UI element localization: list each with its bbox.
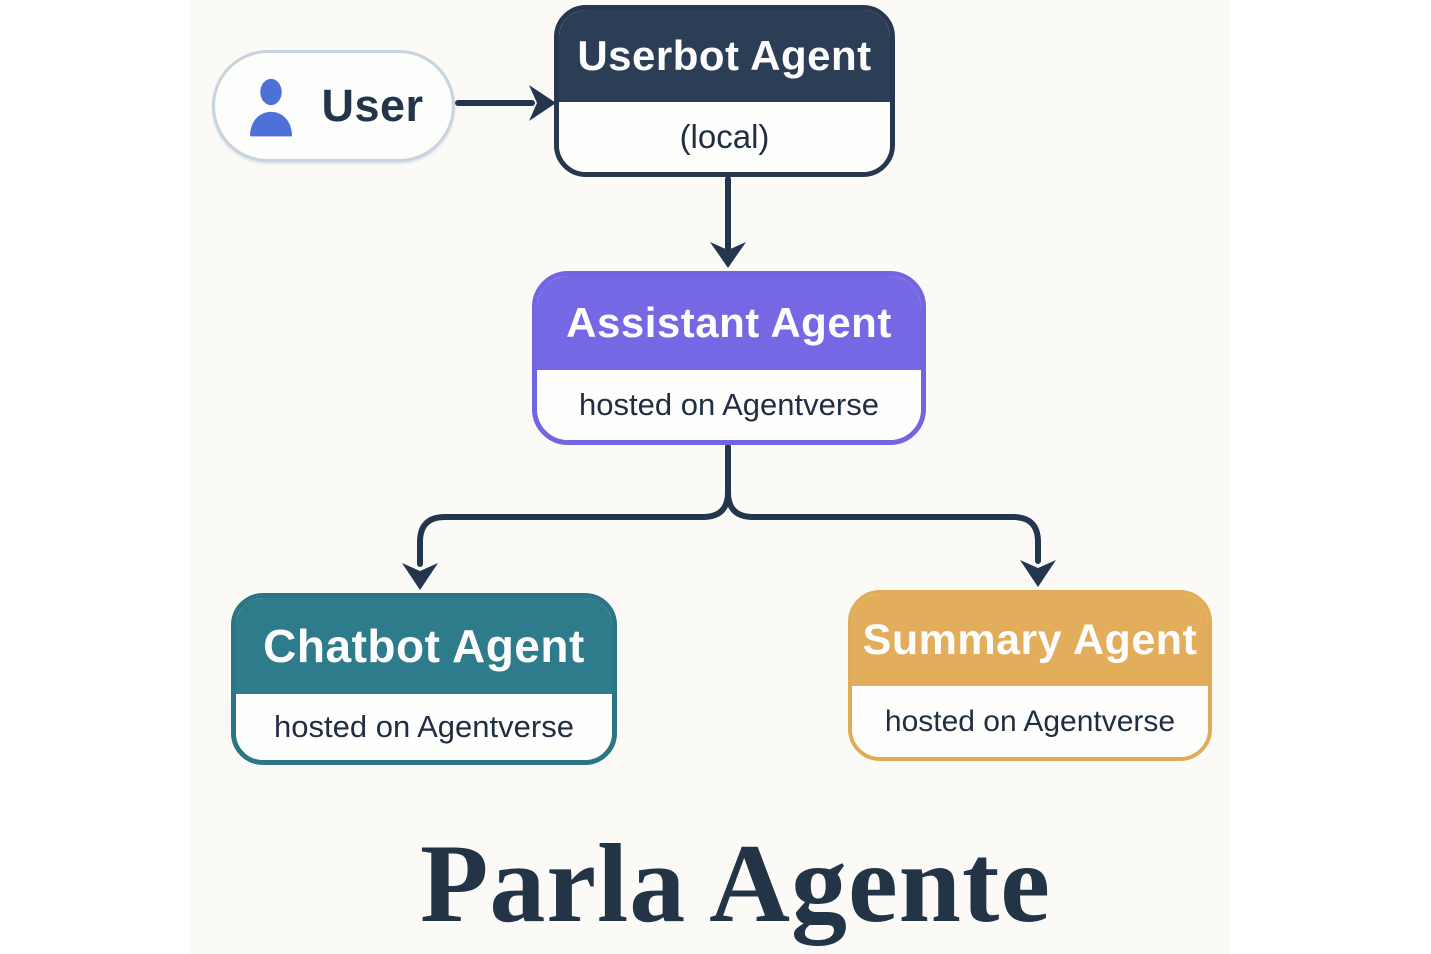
user-label: User — [321, 80, 424, 131]
node-assistant-title: Assistant Agent — [537, 276, 921, 370]
diagram-title: Parla Agente — [420, 822, 1051, 946]
node-userbot: Userbot Agent (local) — [554, 5, 895, 177]
node-summary-subtitle: hosted on Agentverse — [852, 686, 1208, 757]
node-chatbot: Chatbot Agent hosted on Agentverse — [231, 593, 617, 765]
node-assistant-subtitle: hosted on Agentverse — [537, 370, 921, 440]
node-assistant: Assistant Agent hosted on Agentverse — [532, 271, 926, 445]
node-summary-title: Summary Agent — [852, 594, 1208, 686]
node-user: User — [212, 50, 455, 162]
node-summary: Summary Agent hosted on Agentverse — [848, 590, 1212, 761]
user-icon — [250, 78, 293, 137]
node-chatbot-subtitle: hosted on Agentverse — [236, 694, 612, 760]
node-userbot-subtitle: (local) — [559, 102, 890, 172]
node-chatbot-title: Chatbot Agent — [236, 598, 612, 694]
node-userbot-title: Userbot Agent — [559, 10, 890, 102]
